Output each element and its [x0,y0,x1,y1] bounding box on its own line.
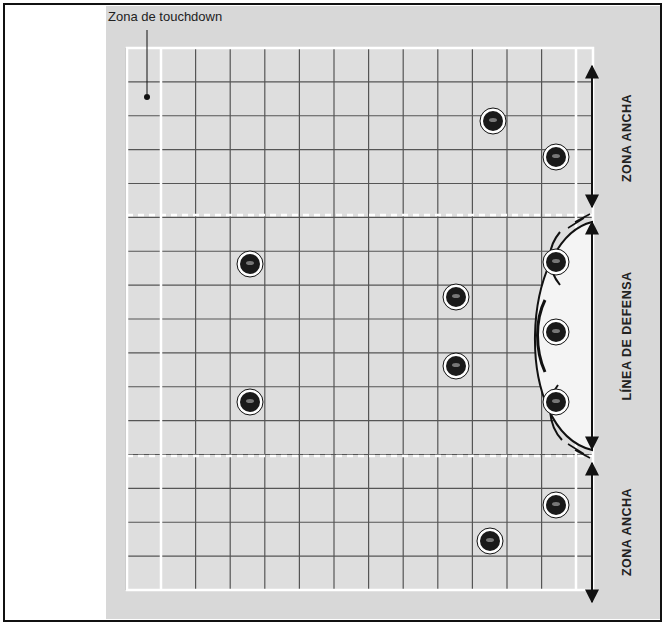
player-highlight [452,363,460,367]
player-highlight [246,399,254,403]
player-marker [543,319,569,345]
player-highlight [552,154,560,158]
player-ring [480,108,506,134]
player-disc [546,322,566,342]
grid-line [127,81,593,82]
field-markings [127,48,593,590]
players [237,108,569,554]
player-marker [237,251,263,277]
player-ring [543,389,569,415]
player-disc [446,356,466,376]
zone-divider [127,214,593,217]
leader-dot [144,94,150,100]
zone-arrow [591,463,593,602]
zone-divider [127,455,593,458]
player-ring [477,528,503,554]
zone-band-label: ZONA ANCHA [620,94,634,182]
player-disc [546,252,566,272]
field-border [127,48,593,590]
player-disc [446,287,466,307]
grid-line [127,420,593,421]
field-ground [127,48,593,590]
player-ring [543,492,569,518]
player-ring [443,353,469,379]
outer-frame [4,4,661,621]
zone-arrow [591,66,593,207]
grid-line [127,251,593,252]
grid-line [127,217,593,218]
player-marker [543,144,569,170]
player-highlight [452,294,460,298]
player-disc [546,495,566,515]
player-highlight [552,259,560,263]
helmet-detail [568,214,590,458]
player-highlight [486,538,494,542]
grid-line [127,183,593,184]
grid-line [127,454,593,455]
grid-line [127,285,593,286]
grid-line [160,48,161,590]
grey-panel [106,6,660,619]
grid-line [127,115,593,116]
player-ring [237,389,263,415]
zone-band-label: ZONA ANCHA [620,488,634,576]
player-marker [480,108,506,134]
player-disc [480,531,500,551]
player-highlight [552,399,560,403]
grid-line [127,149,593,150]
player-disc [546,147,566,167]
player-highlight [246,261,254,265]
player-marker [543,389,569,415]
helmet-illustration [535,214,592,458]
player-ring [237,251,263,277]
helmet-shell [535,222,592,450]
player-disc [546,392,566,412]
player-disc [483,111,503,131]
zone-arrows [592,66,593,602]
player-highlight [552,502,560,506]
zone-band-label: LÍNEA DE DEFENSA [620,271,634,400]
player-marker [477,528,503,554]
player-marker [443,353,469,379]
grid-line [127,556,593,557]
player-ring [443,284,469,310]
player-ring [543,249,569,275]
goal-line [160,48,163,590]
player-disc [240,254,260,274]
zone-arrow [591,222,593,449]
player-highlight [552,329,560,333]
grid-line [127,386,593,387]
player-ring [543,319,569,345]
grid-line [127,352,593,353]
player-marker [237,389,263,415]
grid-line [127,522,593,523]
field-grid [126,48,593,590]
player-highlight [489,118,497,122]
player-marker [543,249,569,275]
grid-line [127,488,593,489]
zone-label: Zona de touchdown [108,9,222,24]
leader-line [147,30,148,94]
player-ring [543,144,569,170]
player-marker [443,284,469,310]
touchdown-leader [144,30,150,100]
grid-line [127,318,593,319]
player-disc [240,392,260,412]
player-marker [543,492,569,518]
